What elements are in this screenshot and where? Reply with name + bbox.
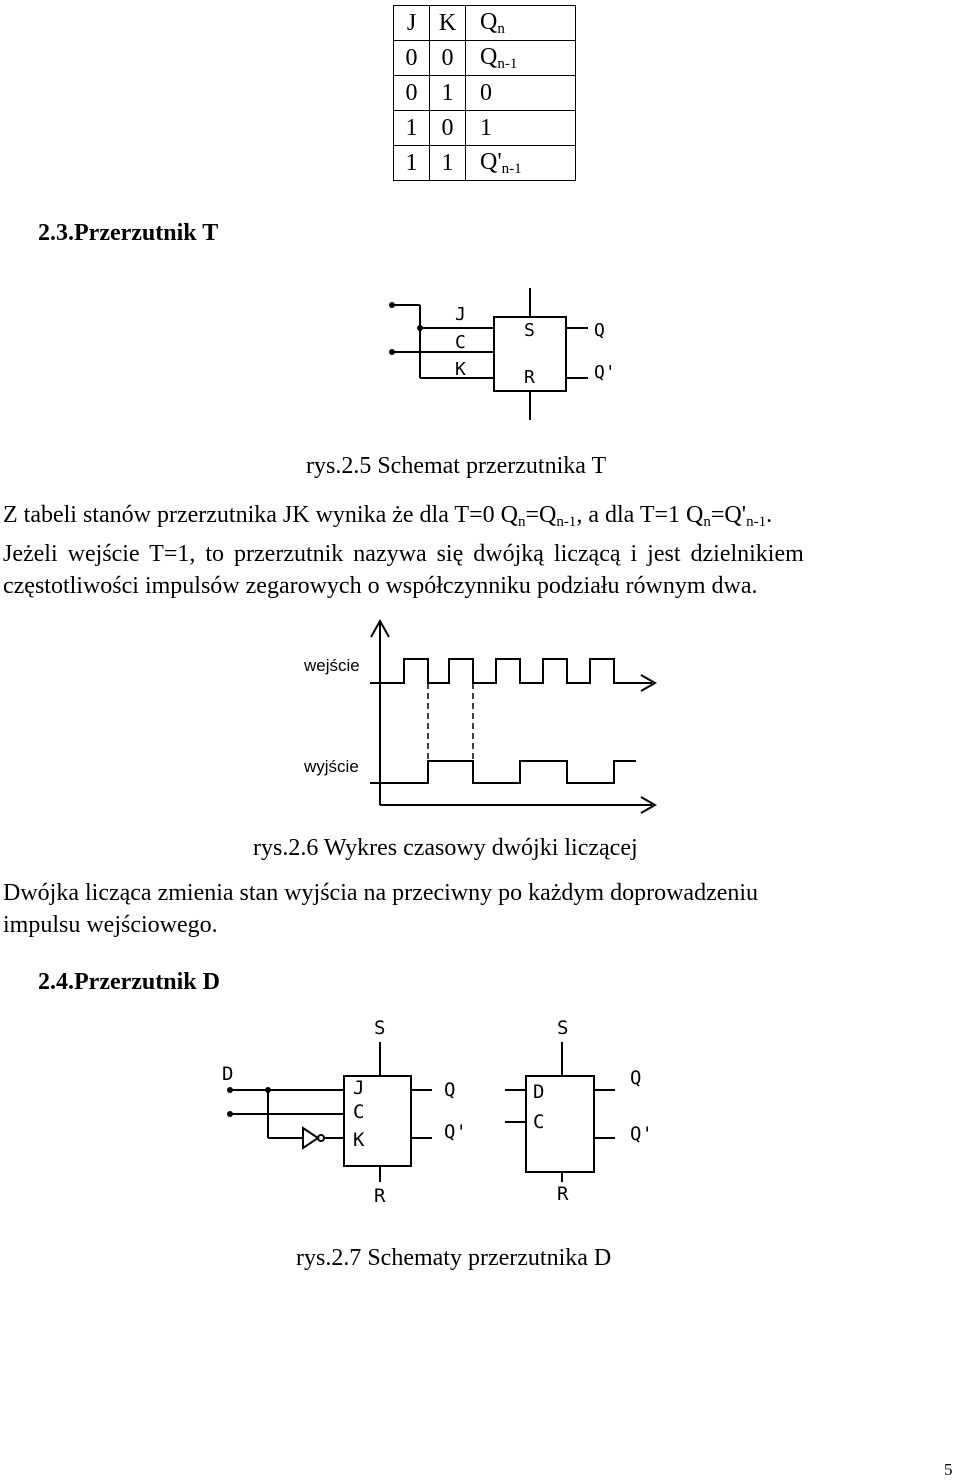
q-subscript: n	[497, 20, 505, 37]
c-input-dot	[389, 349, 395, 355]
input-arrow	[640, 674, 658, 692]
table-row: 1 0 1	[393, 110, 576, 146]
output-waveform	[370, 760, 636, 784]
table-cell: 1	[429, 75, 466, 111]
t-flipflop-schematic: J C K S R Q Q'	[389, 288, 616, 420]
table-header-q: Qn	[465, 5, 576, 41]
junction-dot	[265, 1087, 271, 1093]
inverter-bubble	[317, 1134, 325, 1142]
pin-label-qbar: Q'	[630, 1123, 653, 1145]
pin-label-j: J	[455, 304, 466, 325]
q-subscript: n-1	[497, 55, 518, 72]
text-run: =Q	[525, 502, 557, 528]
table-header-j: J	[393, 5, 430, 41]
junction-dot	[417, 325, 423, 331]
paragraph-line: częstotliwości impulsów zegarowych o wsp…	[3, 573, 758, 599]
section-heading-t-flipflop: 2.3.Przerzutnik T	[38, 220, 219, 246]
text-run: , a dla T=1 Q	[576, 502, 704, 528]
pin-label-s: S	[524, 320, 535, 341]
pin-label-s: S	[374, 1017, 385, 1039]
pin-label-qbar: Q'	[444, 1121, 467, 1143]
pin-label-d: D	[533, 1081, 544, 1103]
jk-body	[343, 1075, 412, 1167]
q-subscript: n-1	[501, 160, 522, 177]
subscript: n	[517, 514, 526, 530]
input-label: wejście	[303, 656, 360, 675]
pin-label-c: C	[353, 1101, 364, 1123]
figure-caption-2-6: rys.2.6 Wykres czasowy dwójki liczącej	[253, 835, 638, 861]
pin-label-s: S	[557, 1017, 568, 1039]
paragraph-line: Dwójka licząca zmienia stan wyjścia na p…	[3, 880, 759, 906]
pin-label-j: J	[353, 1077, 364, 1099]
table-cell: 0	[429, 40, 466, 76]
pin-label-q: Q	[444, 1079, 455, 1101]
paragraph-line: Jeżeli wejście T=1, to przerzutnik nazyw…	[3, 541, 804, 567]
q-symbol: Q	[480, 43, 498, 70]
pin-label-k: K	[353, 1129, 365, 1151]
table-cell: 1	[393, 110, 430, 146]
paragraph-line: Z tabeli stanów przerzutnika JK wynika ż…	[3, 499, 958, 538]
output-label: wyjście	[303, 757, 359, 776]
d-body	[525, 1075, 595, 1173]
d-flipflop-schematics: D J C K S R Q Q' D C S R Q Q'	[222, 1017, 653, 1207]
table-cell: Qn-1	[465, 40, 576, 76]
subscript: n-1	[746, 514, 767, 530]
text-run: Z tabeli stanów przerzutnika JK wynika ż…	[3, 502, 518, 528]
table-row: 0 1 0	[393, 75, 576, 111]
subscript: n	[703, 514, 711, 530]
table-cell: 0	[465, 75, 576, 111]
table-row: J K Qn	[393, 5, 576, 41]
pin-label-c: C	[455, 332, 466, 353]
input-waveform	[370, 658, 652, 684]
table-cell: 1	[393, 145, 430, 181]
pin-label-c: C	[533, 1111, 544, 1133]
table-cell: 0	[393, 40, 430, 76]
text-run: .	[766, 502, 773, 528]
table-cell: 1	[465, 110, 576, 146]
paragraph-counter-description: Dwójka licząca zmienia stan wyjścia na p…	[3, 877, 958, 941]
q-value: 1	[480, 114, 492, 141]
paragraph-line: impulsu wejściowego.	[3, 912, 218, 938]
d-input-label: D	[222, 1063, 233, 1085]
pin-label-k: K	[455, 359, 466, 380]
pin-label-q: Q	[594, 320, 605, 341]
q-symbol: Q	[480, 8, 498, 35]
table-cell: 0	[393, 75, 430, 111]
text-run: =Q'	[710, 502, 747, 528]
table-row: 1 1 Q'n-1	[393, 145, 576, 181]
pin-label-r: R	[524, 367, 535, 388]
subscript: n-1	[556, 514, 577, 530]
table-cell: 0	[429, 110, 466, 146]
figure-caption-2-5: rys.2.5 Schemat przerzutnika T	[306, 453, 607, 479]
table-cell: Q'n-1	[465, 145, 576, 181]
pin-label-r: R	[374, 1185, 386, 1207]
pin-label-qbar: Q'	[594, 362, 616, 383]
paragraph-t-description: Z tabeli stanów przerzutnika JK wynika ż…	[3, 499, 958, 602]
t-input-dot	[389, 302, 395, 308]
figure-caption-2-7: rys.2.7 Schematy przerzutnika D	[296, 1245, 612, 1271]
table-row: 0 0 Qn-1	[393, 40, 576, 76]
q-symbol: Q'	[480, 148, 502, 175]
table-cell: 1	[429, 145, 466, 181]
d-input-dot	[227, 1087, 233, 1093]
page-number: 5	[944, 1460, 953, 1479]
table-header-k: K	[429, 5, 466, 41]
output-arrow	[640, 796, 658, 814]
q-value: 0	[480, 79, 492, 106]
section-heading-d-flipflop: 2.4.Przerzutnik D	[38, 969, 220, 995]
pin-label-r: R	[557, 1183, 569, 1205]
pin-label-q: Q	[630, 1067, 641, 1089]
clock-input-dot	[227, 1111, 233, 1117]
inverter-gate	[302, 1126, 320, 1150]
timing-diagram: wejście wyjście	[303, 618, 658, 814]
jk-truth-table: J K Qn 0 0 Qn-1 0 1 0 1 0 1 1 1 Q'n-1	[393, 5, 576, 181]
axis-arrow-up	[370, 618, 390, 638]
